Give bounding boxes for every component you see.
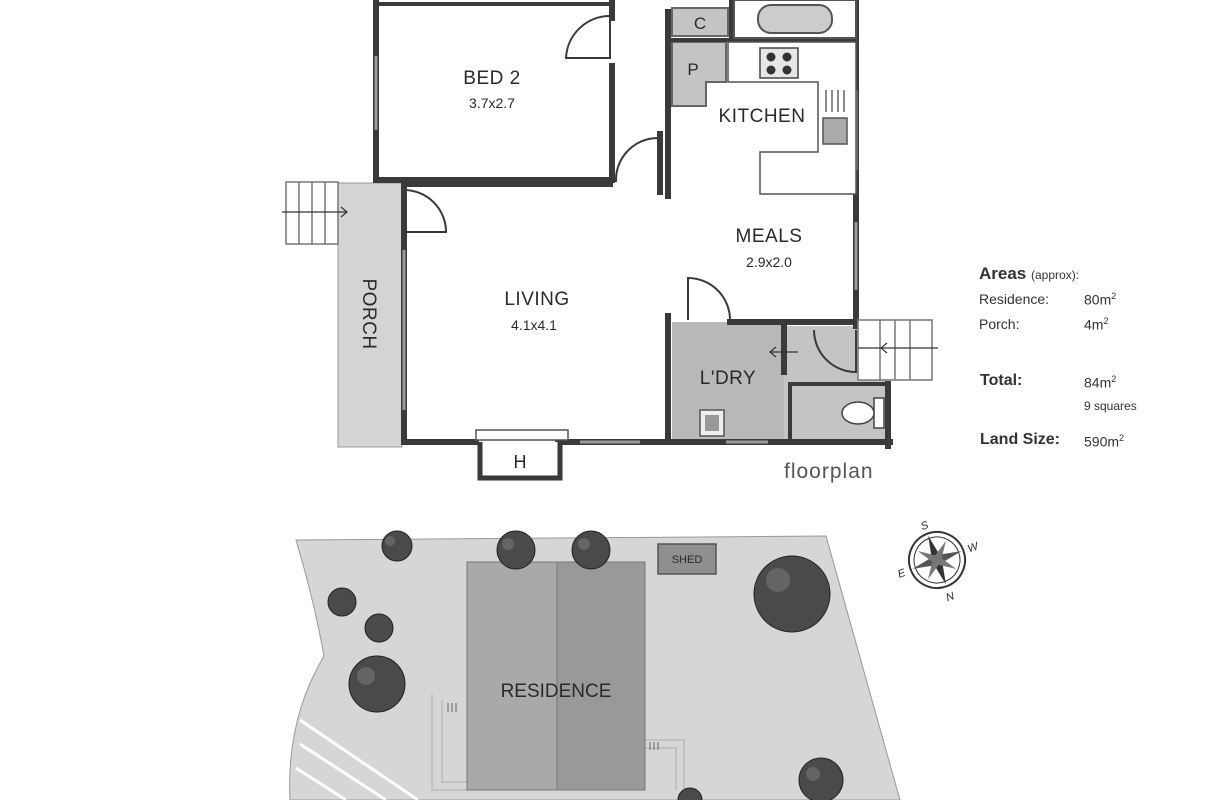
compass-e: E [896,567,908,581]
laundry-door [687,276,731,321]
tree [381,530,413,562]
meals-label: MEALS [736,226,803,247]
total-value: 84m2 [1084,374,1117,391]
bed2-dims: 3.7x2.7 [469,95,515,111]
tree [798,757,844,800]
residence-roof-right [556,561,646,791]
kitchen-label: KITCHEN [719,106,806,127]
tree [327,587,357,617]
residence-area-value: 80m2 [1084,291,1117,308]
heater-label: H [514,452,527,472]
heater-bay [475,429,569,481]
left-steps [282,181,348,245]
areas-title-note: (approx): [1031,268,1080,282]
tree [571,530,611,570]
residence-area-label: Residence: [979,291,1050,307]
compass-s: S [919,519,931,533]
cooktop-icon [759,47,799,79]
pantry-area [671,41,727,107]
bed2-walls [373,0,615,183]
tree [496,530,536,570]
hall-door [614,136,659,183]
shed-label: SHED [672,554,703,566]
living-label: LIVING [504,289,569,310]
porch-door [403,189,448,233]
toilet-icon [841,397,885,429]
tree [753,555,831,633]
areas-title-text: Areas [979,264,1027,283]
total-label: Total: [980,372,1023,389]
porch-area [337,182,403,448]
living-dims: 4.1x4.1 [511,317,557,333]
shed [657,543,717,575]
rear-door [813,329,857,374]
driveway [295,718,419,800]
total-squares: 9 squares [1084,399,1137,413]
residence-label: RESIDENCE [501,681,612,702]
right-steps [857,319,938,381]
meals-dims: 2.9x2.0 [746,254,792,270]
site-plan: RESIDENCE SHED [289,519,981,800]
living-walls [401,181,479,445]
cupboard-area [671,7,729,37]
tree [677,787,703,800]
compass-n: N [944,589,956,603]
land-size-value: 590m2 [1084,433,1125,450]
kitchen-bench [727,41,857,195]
pantry-label: P [687,60,698,79]
bath [733,0,857,39]
floorplan-caption: floorplan [784,460,874,483]
laundry-area [672,322,784,440]
porch-area-value: 4m2 [1084,316,1109,333]
bed2-label: BED 2 [463,68,520,89]
sink-icon [822,90,848,145]
floorplan: BED 2 3.7x2.7 KITCHEN MEALS 2.9x2.0 LIVI… [282,0,938,481]
compass-w: W [966,540,981,555]
areas-title: Areas (approx): [979,264,1079,284]
tree [348,655,406,713]
land-size-label: Land Size: [980,431,1061,448]
porch-label: PORCH [358,278,379,349]
compass-rose-icon: S N E W [896,519,981,603]
tree [364,613,394,643]
bed2-door [564,14,611,59]
laundry-label: L'DRY [700,368,756,389]
laundry-trough-icon [699,409,725,437]
cupboard-label: C [694,14,706,33]
porch-area-label: Porch: [979,316,1020,332]
residence-roof-left [466,561,558,791]
